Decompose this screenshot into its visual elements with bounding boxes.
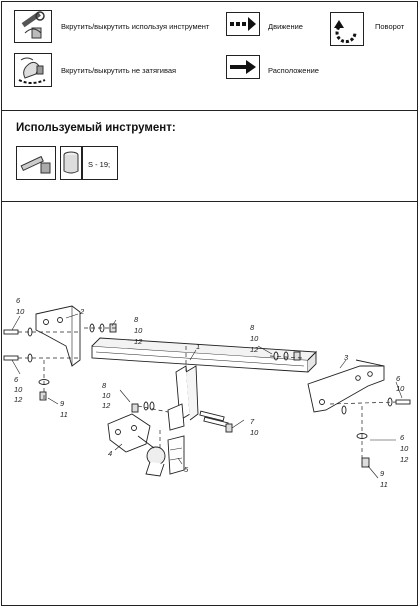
label-6-left-top: 6: [16, 296, 21, 305]
wrench-tool-icon: [14, 10, 52, 43]
legend-tighten-tool: Вкрутить/выкрутить используя инструмент: [61, 22, 210, 31]
label-7: 7: [250, 417, 255, 426]
label-10-bottom: 10: [250, 428, 259, 437]
rotate-arrow-icon: [330, 12, 364, 46]
dashed-arrow-icon: [226, 12, 260, 36]
solid-arrow-icon: [226, 55, 260, 79]
right-bracket: [307, 359, 385, 413]
label-11-left: 11: [60, 410, 68, 419]
socket-icon: [60, 146, 82, 180]
legend-rotation: Поворот: [375, 22, 405, 31]
label-10-top-right: 10: [250, 334, 259, 343]
label-2: 2: [79, 307, 85, 316]
legend-tighten-loose: Вкрутить/выкрутить не затягивая: [61, 66, 177, 75]
divider-legend: [1, 110, 418, 111]
hand-loose-icon: [14, 53, 52, 87]
label-3: 3: [344, 353, 349, 362]
socket-size-label: S - 19;: [88, 160, 111, 169]
label-6-left-bottom: 6: [14, 375, 19, 384]
divider-tools: [1, 201, 418, 202]
label-5: 5: [184, 465, 189, 474]
wrench-icon: [16, 146, 56, 180]
label-12-top-right: 12: [250, 345, 259, 354]
label-11-right: 11: [380, 480, 388, 489]
label-8-mid: 8: [102, 381, 107, 390]
label-9-left: 9: [60, 399, 65, 408]
label-9-right: 9: [380, 469, 385, 478]
label-4: 4: [108, 449, 112, 458]
label-10-right: 10: [396, 384, 405, 393]
label-10-right-lower: 10: [400, 444, 409, 453]
label-12-left-bottom: 12: [14, 395, 23, 404]
label-12-top-left: 12: [134, 337, 143, 346]
ball-mount: [107, 413, 166, 477]
left-bolts: [3, 327, 50, 401]
hitch-mount-plates: [167, 365, 199, 431]
label-6-right: 6: [396, 374, 401, 383]
socket-size-box: S - 19;: [82, 146, 118, 180]
socket-bracket: [167, 435, 185, 475]
label-10-left-bottom: 10: [14, 385, 23, 394]
label-6-right-lower: 6: [400, 433, 405, 442]
label-8-top-right: 8: [250, 323, 255, 332]
label-10-mid: 10: [102, 391, 111, 400]
legend-movement: Движение: [268, 22, 303, 31]
label-1: 1: [196, 342, 200, 351]
reference-labels: 6 10 6 10 12 2 8 10 12 1 9 11 8 10 12 4 …: [14, 296, 409, 489]
label-12-right-lower: 12: [400, 455, 409, 464]
left-bracket: [35, 305, 81, 367]
legend-position: Расположение: [268, 66, 319, 75]
label-10-top-left: 10: [134, 326, 143, 335]
tools-title: Используемый инструмент:: [16, 122, 176, 134]
label-12-mid: 12: [102, 401, 111, 410]
cross-beam: [91, 337, 318, 373]
label-8-top-left: 8: [134, 315, 139, 324]
mid-bolts: [131, 401, 233, 433]
label-10-left-top: 10: [16, 307, 25, 316]
